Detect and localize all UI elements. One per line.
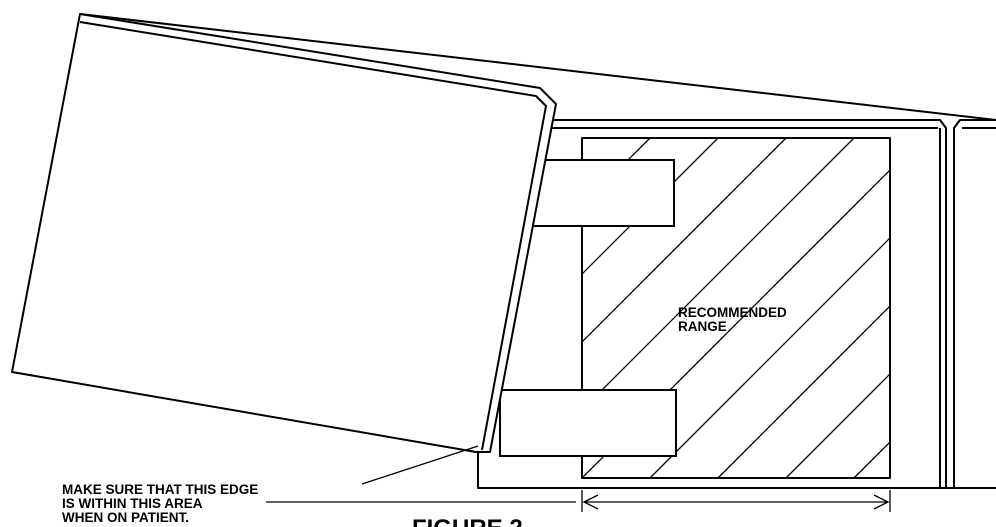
base-body xyxy=(477,119,996,489)
edge-pointer xyxy=(266,445,576,503)
note-line3: WHEN ON PATIENT. xyxy=(62,510,189,525)
recommended-range-area xyxy=(581,137,996,479)
hatch-line xyxy=(785,373,890,478)
range-label-line1: RECOMMENDED xyxy=(678,305,787,320)
note-line1: MAKE SURE THAT THIS EDGE xyxy=(62,482,258,497)
hatch-line xyxy=(582,138,787,343)
hatch-line xyxy=(717,305,890,478)
hatch-line xyxy=(649,237,890,478)
figure-caption: FIGURE 2 xyxy=(412,515,523,527)
upper-clip xyxy=(529,159,675,227)
lower-clip xyxy=(499,389,677,457)
range-label-line2: RANGE xyxy=(678,319,727,334)
hatch-line xyxy=(990,138,996,478)
hatch-line xyxy=(853,441,890,478)
hatch-line xyxy=(582,138,855,411)
note-line2: IS WITHIN THIS AREA xyxy=(62,496,203,511)
hatch-line xyxy=(922,138,996,478)
range-dimension-arrow xyxy=(581,490,891,512)
device-lid xyxy=(11,13,996,453)
